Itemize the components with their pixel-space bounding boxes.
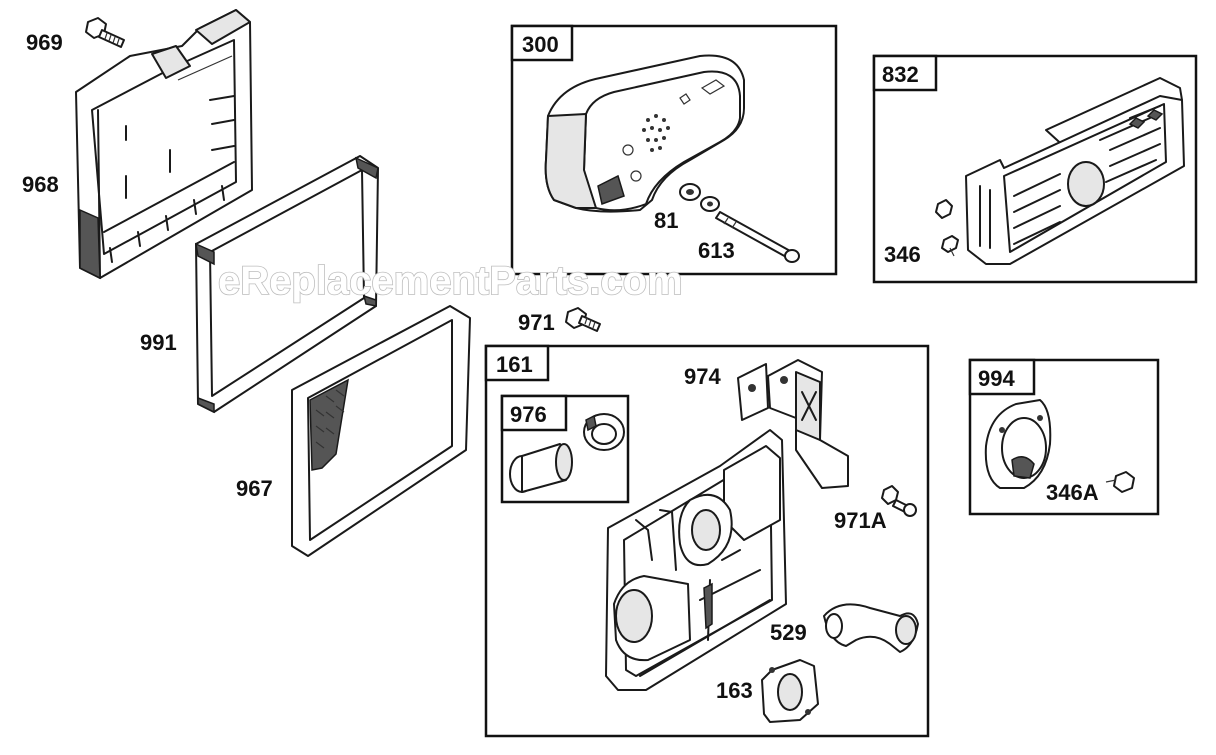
label-991: 991 bbox=[140, 330, 177, 355]
label-974: 974 bbox=[684, 364, 721, 389]
group-box-161 bbox=[484, 344, 930, 738]
part-832-muffler-guard[interactable] bbox=[965, 77, 1185, 265]
part-976-choke-bulb[interactable] bbox=[509, 443, 573, 493]
part-300-muffler[interactable] bbox=[544, 54, 745, 213]
part-529-hose[interactable] bbox=[823, 603, 919, 653]
part-976-clamp[interactable] bbox=[583, 413, 625, 451]
part-161-air-cleaner-base[interactable] bbox=[605, 429, 787, 691]
group-tab-976 bbox=[500, 394, 568, 432]
group-tab-161 bbox=[484, 344, 550, 382]
part-346A-screw[interactable] bbox=[1105, 471, 1135, 493]
label-346: 346 bbox=[884, 242, 921, 267]
part-974-bracket[interactable] bbox=[737, 359, 849, 489]
part-163-gasket[interactable] bbox=[761, 659, 819, 723]
group-tab-300 bbox=[510, 24, 574, 62]
part-81-washer[interactable] bbox=[679, 183, 720, 212]
part-971-screw[interactable] bbox=[565, 307, 601, 332]
label-613: 613 bbox=[698, 238, 735, 263]
group-box-300 bbox=[510, 24, 838, 276]
label-971A: 971A bbox=[834, 508, 887, 533]
part-994-adapter[interactable] bbox=[984, 399, 1052, 489]
label-300: 300 bbox=[522, 32, 559, 57]
part-968-air-filter-base[interactable] bbox=[75, 9, 253, 280]
muffler-vent-holes bbox=[642, 114, 670, 152]
label-346A: 346A bbox=[1046, 480, 1099, 505]
label-994: 994 bbox=[978, 366, 1015, 391]
part-346-screw[interactable] bbox=[935, 199, 959, 257]
label-529: 529 bbox=[770, 620, 807, 645]
group-tab-832 bbox=[872, 54, 938, 92]
label-971: 971 bbox=[518, 310, 555, 335]
part-971A-screw[interactable] bbox=[881, 485, 917, 517]
watermark: eReplacementParts.com bbox=[218, 259, 683, 303]
group-tab-994 bbox=[968, 358, 1036, 396]
label-832: 832 bbox=[882, 62, 919, 87]
label-967: 967 bbox=[236, 476, 273, 501]
part-991-paper-filter[interactable] bbox=[195, 155, 379, 414]
label-969: 969 bbox=[26, 30, 63, 55]
part-613-bolt[interactable] bbox=[715, 211, 800, 263]
label-161: 161 bbox=[496, 352, 533, 377]
part-969-screw[interactable] bbox=[85, 17, 125, 48]
group-box-832 bbox=[872, 54, 1198, 284]
group-box-994 bbox=[968, 358, 1160, 516]
label-163: 163 bbox=[716, 678, 753, 703]
part-967-pre-cleaner[interactable] bbox=[291, 305, 471, 557]
label-976: 976 bbox=[510, 402, 547, 427]
label-968: 968 bbox=[22, 172, 59, 197]
label-81: 81 bbox=[654, 208, 678, 233]
